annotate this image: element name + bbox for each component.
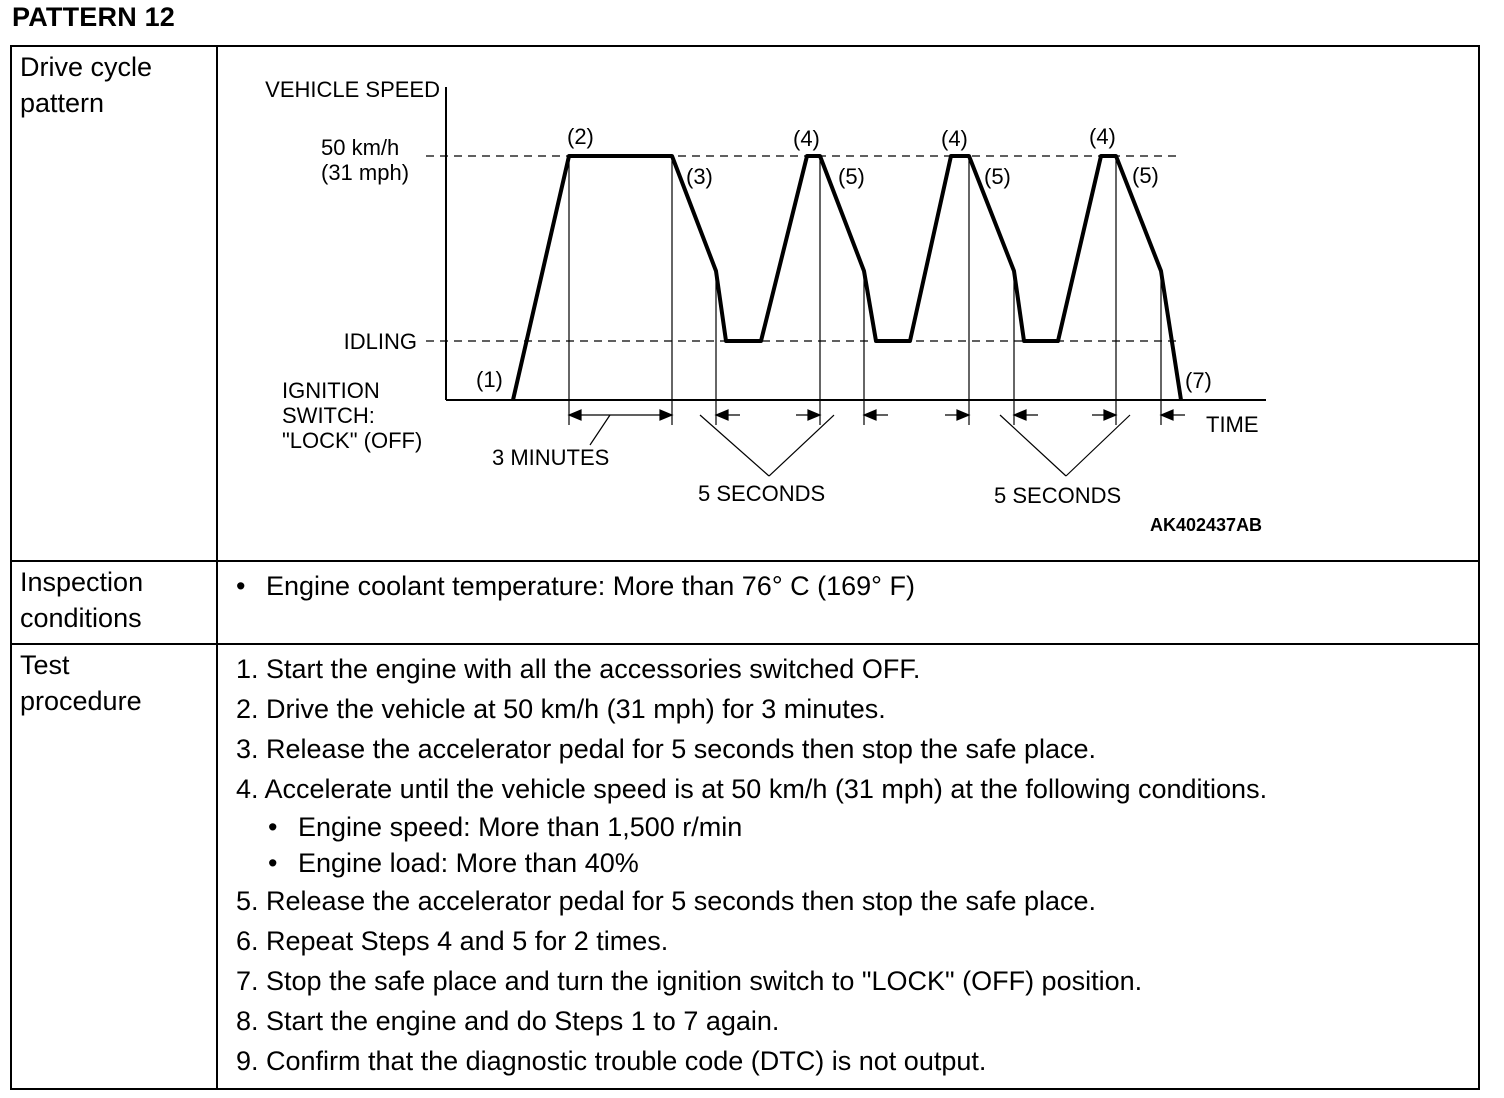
procedure-step-text: 9. Confirm that the diagnostic trouble c… [236, 1046, 987, 1076]
diagram-labels: VEHICLE SPEED 50 km/h (31 mph) IDLING IG… [265, 77, 1258, 508]
drive-cycle-label: Drive cycle pattern [10, 45, 218, 562]
x-axis-label: TIME [1206, 412, 1259, 437]
leader-lines [589, 414, 1131, 477]
point-label-2: (2) [567, 124, 594, 149]
y-axis-label: VEHICLE SPEED [265, 77, 440, 102]
test-procedure-label-text: Test procedure [20, 650, 142, 716]
procedure-step: 1. Start the engine with all the accesso… [236, 649, 1478, 689]
procedure-substep-list: Engine speed: More than 1,500 r/minEngin… [236, 809, 1478, 881]
inspection-label: Inspection conditions [10, 560, 218, 645]
procedure-step: 9. Confirm that the diagnostic trouble c… [236, 1041, 1478, 1081]
procedure-substep-text: Engine load: More than 40% [298, 848, 639, 878]
point-label-3: (3) [686, 164, 713, 189]
drive-cycle-label-text: Drive cycle pattern [20, 52, 153, 118]
test-procedure-label: Test procedure [10, 643, 218, 1090]
inspection-condition-text: Engine coolant temperature: More than 76… [266, 571, 915, 601]
inspection-conditions-list: Engine coolant temperature: More than 76… [218, 562, 1478, 604]
procedure-step: 8. Start the engine and do Steps 1 to 7 … [236, 1001, 1478, 1041]
procedure-substep: Engine load: More than 40% [268, 845, 1478, 881]
spec-table: Drive cycle pattern [10, 45, 1480, 1090]
point-label-5a: (5) [838, 164, 865, 189]
duration-3-minutes-label: 3 MINUTES [492, 445, 609, 470]
test-procedure-cell: 1. Start the engine with all the accesso… [216, 643, 1480, 1090]
figure-code: AK402437AB [1150, 515, 1262, 535]
test-procedure-row: Test procedure 1. Start the engine with … [10, 643, 1480, 1090]
procedure-step-text: 5. Release the accelerator pedal for 5 s… [236, 886, 1097, 916]
procedure-step: 5. Release the accelerator pedal for 5 s… [236, 881, 1478, 921]
inspection-conditions-cell: Engine coolant temperature: More than 76… [216, 560, 1480, 645]
procedure-substep: Engine speed: More than 1,500 r/min [268, 809, 1478, 845]
inspection-condition-item: Engine coolant temperature: More than 76… [236, 568, 1478, 604]
drive-cycle-diagram: VEHICLE SPEED 50 km/h (31 mph) IDLING IG… [265, 77, 1266, 535]
idling-label: IDLING [344, 329, 417, 354]
procedure-step: 2. Drive the vehicle at 50 km/h (31 mph)… [236, 689, 1478, 729]
speed-label-line1: 50 km/h [321, 135, 399, 160]
procedure-step: 3. Release the accelerator pedal for 5 s… [236, 729, 1478, 769]
procedure-substep-text: Engine speed: More than 1,500 r/min [298, 812, 743, 842]
point-label-7: (7) [1185, 368, 1212, 393]
point-label-4c: (4) [1089, 124, 1116, 149]
speed-profile-line [511, 154, 1183, 401]
procedure-step: 6. Repeat Steps 4 and 5 for 2 times. [236, 921, 1478, 961]
duration-5-seconds-label-a: 5 SECONDS [698, 481, 825, 506]
procedure-step-text: 2. Drive the vehicle at 50 km/h (31 mph)… [236, 694, 886, 724]
point-label-5c: (5) [1132, 163, 1159, 188]
inspection-label-text: Inspection conditions [20, 567, 144, 633]
procedure-step: 7. Stop the safe place and turn the igni… [236, 961, 1478, 1001]
procedure-step-text: 8. Start the engine and do Steps 1 to 7 … [236, 1006, 780, 1036]
point-label-1: (1) [476, 367, 503, 392]
duration-arrows [567, 409, 1185, 421]
procedure-step-text: 4. Accelerate until the vehicle speed is… [236, 774, 1268, 804]
ignition-label-line1: IGNITION [282, 378, 380, 403]
procedure-step: 4. Accelerate until the vehicle speed is… [236, 769, 1478, 881]
speed-label-line2: (31 mph) [321, 160, 409, 185]
duration-5-seconds-label-b: 5 SECONDS [994, 483, 1121, 508]
point-label-4b: (4) [941, 126, 968, 151]
drive-cycle-diagram-cell: VEHICLE SPEED 50 km/h (31 mph) IDLING IG… [216, 45, 1480, 562]
procedure-step-text: 3. Release the accelerator pedal for 5 s… [236, 734, 1097, 764]
page-title: PATTERN 12 [12, 2, 176, 32]
point-label-4a: (4) [793, 126, 820, 151]
procedure-step-text: 1. Start the engine with all the accesso… [236, 654, 921, 684]
procedure-step-text: 6. Repeat Steps 4 and 5 for 2 times. [236, 926, 669, 956]
inspection-row: Inspection conditions Engine coolant tem… [10, 560, 1480, 645]
ignition-label-line2: SWITCH: [282, 403, 375, 428]
time-markers [568, 156, 1162, 425]
drive-cycle-row: Drive cycle pattern [10, 45, 1480, 562]
point-label-5b: (5) [984, 164, 1011, 189]
ignition-label-line3: "LOCK" (OFF) [282, 428, 422, 453]
procedure-step-text: 7. Stop the safe place and turn the igni… [236, 966, 1143, 996]
test-procedure-list: 1. Start the engine with all the accesso… [218, 645, 1478, 1081]
